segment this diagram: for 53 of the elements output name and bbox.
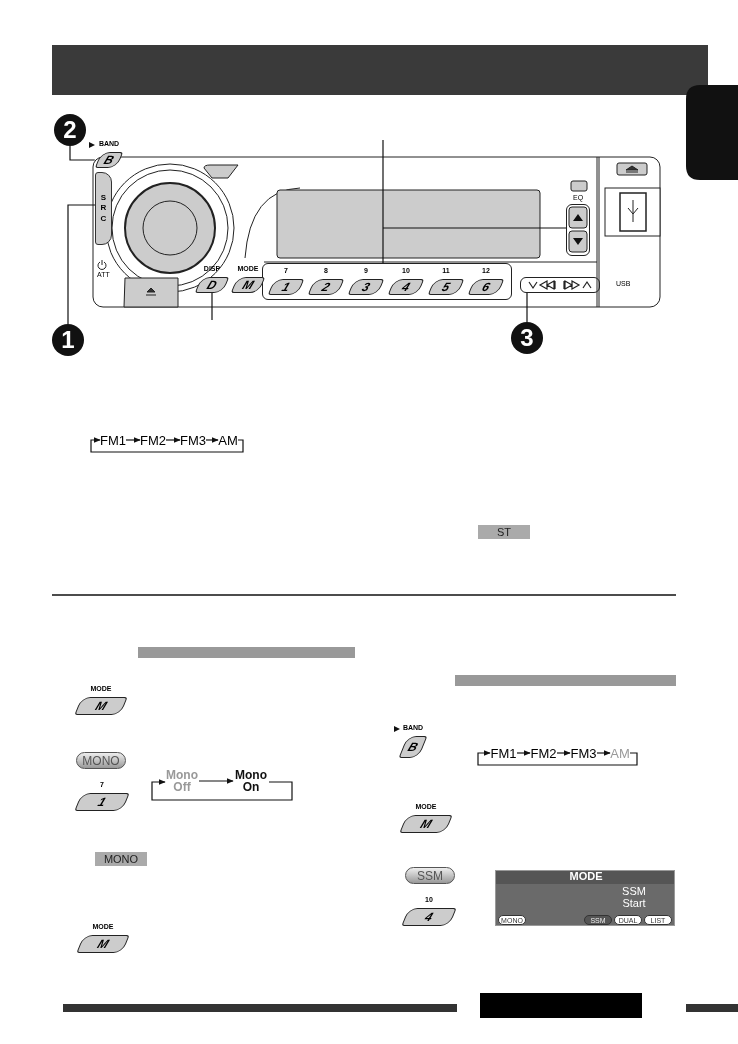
band-button: B bbox=[94, 152, 124, 168]
arrow bbox=[477, 750, 638, 766]
display-indicator: MONO bbox=[95, 852, 147, 866]
arrow bbox=[516, 750, 531, 756]
leader-line bbox=[382, 139, 384, 264]
arrow bbox=[596, 750, 611, 756]
band-name: FM1 bbox=[100, 432, 126, 448]
display-button: D bbox=[194, 277, 230, 293]
mode-button: M bbox=[74, 697, 128, 715]
leader-line bbox=[69, 145, 96, 161]
arrow bbox=[90, 437, 244, 453]
arrow bbox=[198, 778, 234, 784]
arrow bbox=[125, 437, 141, 443]
band-button: B bbox=[398, 736, 428, 758]
preset-button-group bbox=[262, 263, 512, 300]
mode-button: M bbox=[230, 277, 266, 293]
mode-button: M bbox=[76, 935, 130, 953]
arrow bbox=[205, 437, 219, 443]
arrow bbox=[556, 750, 571, 756]
display-indicator: ST bbox=[478, 525, 530, 539]
leader-line bbox=[67, 204, 96, 325]
band-name: AM bbox=[218, 432, 238, 448]
soft-key: MONO bbox=[76, 752, 126, 769]
preset-button: 1 bbox=[74, 793, 130, 811]
callout-number: 1 bbox=[52, 324, 84, 356]
mode-setting: Mono On bbox=[233, 766, 269, 796]
mode-setting: Mono Off bbox=[165, 766, 199, 796]
leader-line bbox=[526, 292, 528, 323]
source-button: S R C bbox=[95, 172, 112, 245]
soft-key: SSM bbox=[405, 867, 455, 884]
arrow bbox=[151, 779, 293, 801]
preset-button: 1 bbox=[267, 279, 305, 295]
band-name: FM3 bbox=[570, 745, 597, 761]
mode-button: M bbox=[399, 815, 453, 833]
leader-line bbox=[211, 292, 213, 321]
band-name: FM1 bbox=[490, 745, 517, 761]
arrow bbox=[165, 437, 181, 443]
preset-button: 6 bbox=[467, 279, 505, 295]
preset-button: 4 bbox=[401, 908, 457, 926]
callout-number: 3 bbox=[511, 322, 543, 354]
preset-button: 3 bbox=[347, 279, 385, 295]
band-name: FM2 bbox=[140, 432, 166, 448]
callout-number: 2 bbox=[54, 114, 86, 146]
preset-button: 2 bbox=[307, 279, 345, 295]
preset-button: 4 bbox=[387, 279, 425, 295]
band-name: FM2 bbox=[530, 745, 557, 761]
screen-title: MODE bbox=[496, 871, 674, 884]
leader-line bbox=[382, 227, 567, 229]
band-name: FM3 bbox=[180, 432, 206, 448]
display-screen bbox=[495, 870, 675, 926]
band-name: AM bbox=[610, 745, 630, 761]
screen-text: SSM Start bbox=[621, 885, 647, 910]
preset-button: 5 bbox=[427, 279, 465, 295]
